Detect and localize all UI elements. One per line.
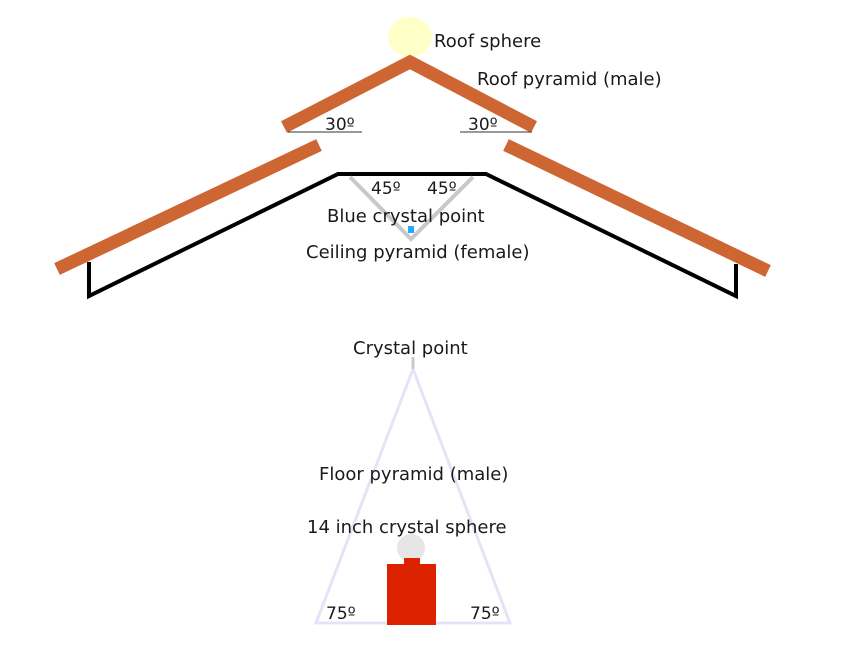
roof-pyramid-label: Roof pyramid (male) <box>477 69 662 90</box>
roof-pyramid <box>281 54 538 133</box>
crystal-sphere-label: 14 inch crystal sphere <box>307 517 507 538</box>
roof-sphere <box>388 17 432 57</box>
ceiling-outline <box>87 172 738 300</box>
ceiling-pyramid-label: Ceiling pyramid (female) <box>306 242 530 263</box>
blue-crystal-point <box>408 226 414 233</box>
roof-angle-left-label: 30º <box>325 115 355 135</box>
crystal-point-label: Crystal point <box>353 338 468 359</box>
pedestal <box>387 558 436 625</box>
ceiling-angle-left-label: 45º <box>371 179 401 199</box>
roof-sphere-label: Roof sphere <box>434 31 541 52</box>
floor-angle-right-label: 75º <box>470 604 500 624</box>
roof-eave-right <box>503 139 771 277</box>
ceiling-pyramid <box>348 175 475 242</box>
floor-pyramid-label: Floor pyramid (male) <box>319 464 508 485</box>
blue-crystal-point-label: Blue crystal point <box>327 206 485 227</box>
floor-angle-left-label: 75º <box>326 604 356 624</box>
crystal-sphere <box>397 534 425 562</box>
roof-angle-right-label: 30º <box>468 115 498 135</box>
ceiling-angle-right-label: 45º <box>427 179 457 199</box>
roof-eave-left <box>54 139 322 275</box>
